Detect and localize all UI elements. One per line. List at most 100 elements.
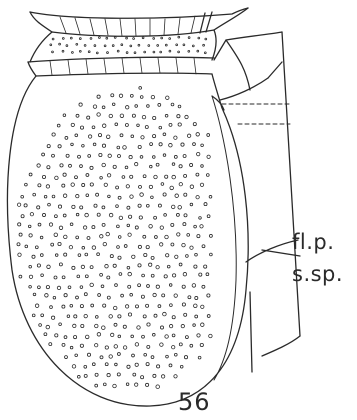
pore bbox=[125, 124, 128, 127]
pore bbox=[209, 334, 212, 337]
pore bbox=[91, 304, 94, 307]
pore bbox=[130, 293, 133, 296]
pore bbox=[196, 196, 199, 199]
pore bbox=[142, 335, 145, 338]
pore bbox=[105, 264, 108, 267]
pore bbox=[200, 183, 203, 186]
pore bbox=[70, 223, 73, 226]
pore bbox=[190, 185, 194, 189]
pore bbox=[129, 155, 132, 158]
pore bbox=[88, 51, 90, 53]
pore bbox=[179, 263, 182, 266]
pore bbox=[38, 286, 41, 289]
pore bbox=[153, 374, 156, 377]
pore bbox=[121, 44, 123, 46]
pore bbox=[127, 365, 130, 368]
pore bbox=[148, 45, 150, 47]
pore bbox=[150, 165, 153, 168]
pore bbox=[139, 87, 142, 90]
pore bbox=[112, 45, 114, 47]
pore bbox=[75, 176, 78, 179]
pore bbox=[165, 114, 168, 117]
pore bbox=[67, 315, 70, 318]
pore bbox=[135, 105, 138, 108]
pore bbox=[125, 166, 128, 169]
pore bbox=[95, 316, 98, 319]
pore bbox=[141, 295, 144, 298]
pore bbox=[144, 253, 147, 256]
pore bbox=[86, 174, 89, 177]
pore bbox=[80, 206, 83, 209]
pore bbox=[190, 344, 193, 347]
pore bbox=[172, 346, 175, 349]
pore bbox=[130, 45, 132, 47]
pore bbox=[170, 186, 174, 190]
pore bbox=[196, 173, 199, 176]
pore bbox=[97, 333, 101, 337]
pore bbox=[76, 296, 79, 299]
pore bbox=[84, 314, 87, 317]
pore bbox=[178, 123, 181, 126]
pore bbox=[122, 176, 125, 179]
pore bbox=[201, 144, 204, 147]
pore bbox=[70, 304, 73, 307]
pore bbox=[109, 355, 112, 358]
pore bbox=[17, 203, 20, 206]
pore bbox=[135, 383, 138, 386]
pore bbox=[133, 38, 135, 40]
pore bbox=[174, 294, 177, 297]
pore bbox=[183, 154, 186, 157]
pore bbox=[68, 286, 71, 289]
pore bbox=[119, 216, 123, 220]
pore bbox=[80, 165, 83, 168]
pore bbox=[158, 305, 161, 308]
pore bbox=[38, 184, 41, 187]
pore bbox=[63, 114, 66, 117]
pore bbox=[75, 134, 78, 137]
pore bbox=[194, 304, 198, 308]
pore bbox=[46, 185, 49, 188]
pore bbox=[29, 285, 32, 288]
pore bbox=[62, 276, 65, 279]
pore bbox=[54, 233, 58, 237]
pore bbox=[80, 286, 83, 289]
pore bbox=[190, 203, 193, 206]
pore bbox=[156, 385, 160, 389]
pore bbox=[116, 205, 119, 208]
pore bbox=[100, 177, 103, 180]
pore bbox=[76, 114, 79, 117]
pore bbox=[97, 95, 100, 98]
pore bbox=[126, 37, 128, 39]
pore bbox=[64, 253, 67, 256]
pore bbox=[85, 275, 88, 278]
pore bbox=[171, 205, 175, 209]
pore bbox=[72, 205, 75, 208]
pore bbox=[147, 105, 150, 108]
pore bbox=[80, 305, 83, 308]
pore bbox=[82, 183, 85, 186]
pore bbox=[188, 50, 190, 52]
pore bbox=[66, 45, 68, 47]
pore bbox=[187, 234, 190, 237]
pore bbox=[87, 116, 90, 119]
pore bbox=[92, 226, 95, 229]
pore bbox=[163, 193, 166, 196]
pore bbox=[170, 304, 173, 307]
pore bbox=[88, 135, 91, 138]
pore bbox=[146, 245, 149, 248]
pore bbox=[42, 153, 45, 156]
pore bbox=[156, 266, 159, 269]
pore bbox=[153, 293, 156, 296]
pore bbox=[147, 345, 150, 348]
pore bbox=[188, 296, 191, 299]
pore bbox=[169, 324, 172, 327]
pore bbox=[184, 174, 187, 177]
pore bbox=[72, 52, 74, 54]
pore bbox=[197, 334, 200, 337]
pore bbox=[32, 255, 35, 258]
pore bbox=[113, 264, 116, 267]
pore bbox=[172, 175, 176, 179]
pore bbox=[202, 285, 205, 288]
pore bbox=[166, 96, 169, 99]
pore bbox=[113, 384, 117, 388]
